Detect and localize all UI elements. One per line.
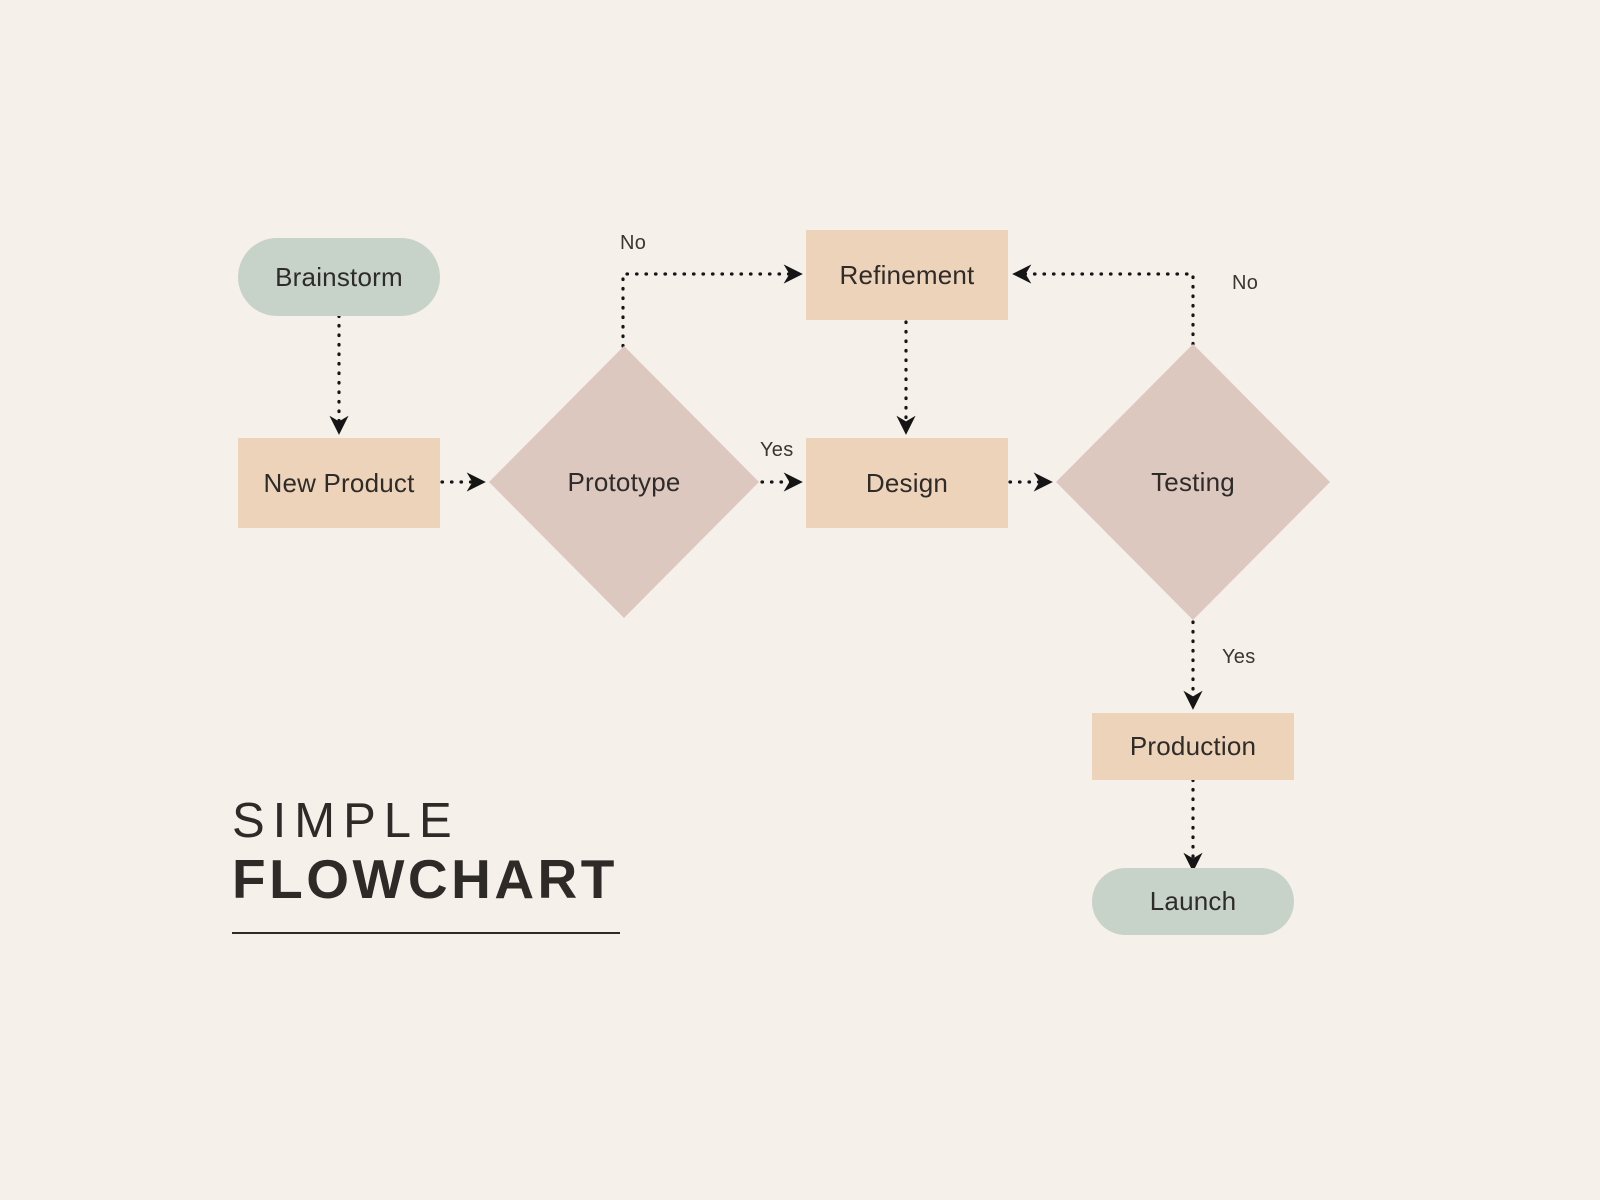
node-new-product-label: New Product (263, 467, 415, 498)
node-prototype[interactable]: Prototype (489, 346, 759, 618)
node-testing[interactable]: Testing (1056, 344, 1330, 620)
node-launch[interactable]: Launch (1092, 868, 1294, 935)
edge-label-no-prototype: No (620, 232, 647, 254)
node-refinement[interactable]: Refinement (806, 230, 1008, 320)
node-testing-label: Testing (1151, 466, 1235, 497)
node-launch-label: Launch (1149, 886, 1237, 917)
node-prototype-label: Prototype (567, 466, 681, 497)
title-line-simple: SIMPLE (232, 794, 460, 848)
edge-prototype-refinement (621, 264, 803, 348)
node-design-label: Design (865, 467, 949, 498)
edge-testing-refinement (1012, 264, 1195, 346)
title-line-flowchart: FLOWCHART (232, 847, 618, 910)
node-new-product[interactable]: New Product (238, 438, 440, 528)
title-block: SIMPLE FLOWCHART (232, 794, 652, 935)
edge-label-yes-testing: Yes (1222, 646, 1256, 668)
title-underline (232, 932, 620, 935)
edge-label-no-testing: No (1232, 272, 1259, 294)
node-refinement-label: Refinement (839, 259, 975, 290)
node-production-label: Production (1129, 731, 1257, 762)
node-production[interactable]: Production (1092, 713, 1294, 780)
node-brainstorm-label: Brainstorm (275, 261, 403, 292)
node-design[interactable]: Design (806, 438, 1008, 528)
node-brainstorm[interactable]: Brainstorm (238, 238, 440, 316)
edge-label-yes-prototype: Yes (760, 439, 794, 461)
